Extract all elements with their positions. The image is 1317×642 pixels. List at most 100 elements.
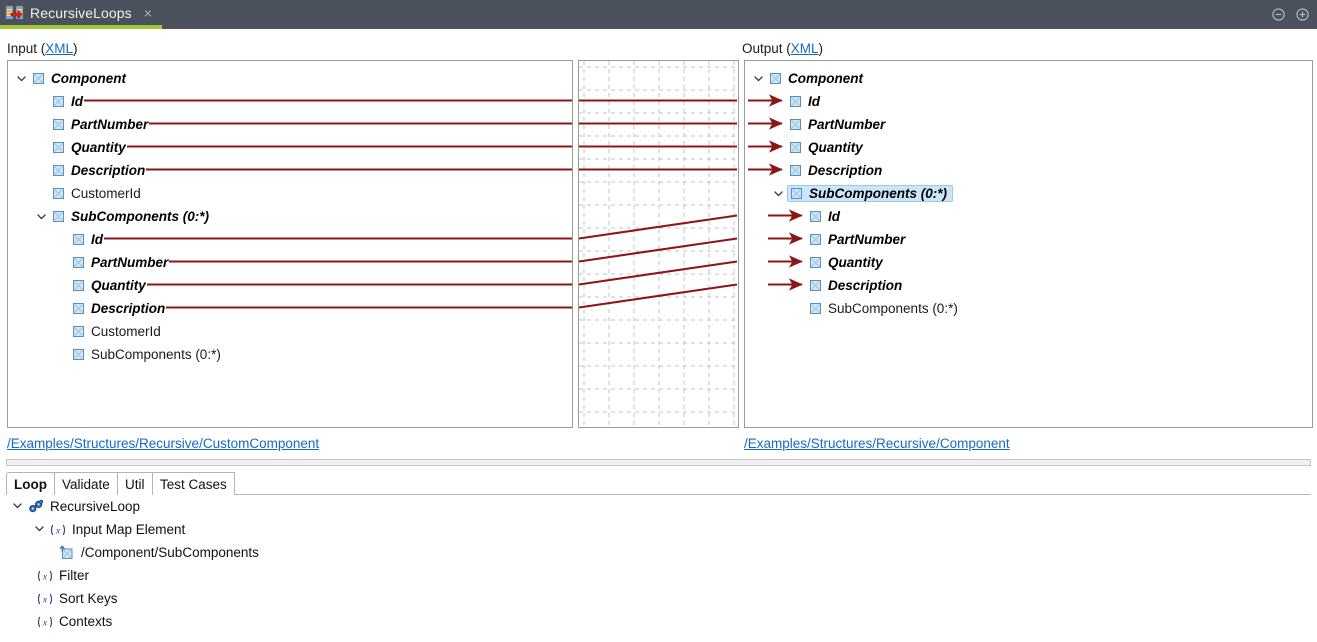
- chevron-down-icon[interactable]: [33, 522, 46, 538]
- tab-util[interactable]: Util: [117, 472, 153, 495]
- tree-row[interactable]: Description: [35, 159, 145, 182]
- tree-row[interactable]: Id: [772, 90, 820, 113]
- editor-tab-title: RecursiveLoops: [30, 4, 132, 21]
- loop-tree-row[interactable]: x Contexts: [33, 610, 112, 633]
- tree-node-label: Description: [91, 301, 166, 316]
- element-icon: [52, 187, 65, 200]
- tree-row[interactable]: Description: [792, 274, 902, 297]
- tree-node-label: PartNumber: [91, 255, 169, 270]
- node-content: Quantity: [72, 278, 146, 293]
- element-icon: [72, 302, 85, 315]
- input-xml-link[interactable]: XML: [45, 41, 74, 56]
- tree-row[interactable]: SubComponents (0:*): [35, 205, 209, 228]
- tree-row[interactable]: PartNumber: [792, 228, 905, 251]
- output-xml-link[interactable]: XML: [790, 41, 819, 56]
- twisty-placeholder: [35, 141, 48, 154]
- input-path-link-text[interactable]: /Examples/Structures/Recursive/CustomCom…: [7, 436, 320, 451]
- tree-row[interactable]: Quantity: [772, 136, 863, 159]
- element-icon: [789, 164, 802, 177]
- tree-row[interactable]: Id: [35, 90, 83, 113]
- tab-label: Test Cases: [160, 476, 227, 492]
- tree-row[interactable]: PartNumber: [772, 113, 885, 136]
- tab-loop[interactable]: Loop: [6, 472, 55, 496]
- mapping-grid-panel[interactable]: [578, 60, 739, 428]
- tree-row[interactable]: CustomerId: [55, 320, 161, 343]
- twisty-placeholder: [35, 164, 48, 177]
- loop-tree-label: Contexts: [59, 614, 113, 629]
- tree-row[interactable]: Description: [772, 159, 882, 182]
- tree-row[interactable]: Id: [55, 228, 103, 251]
- tree-row[interactable]: Component: [752, 67, 863, 90]
- output-path-link-text[interactable]: /Examples/Structures/Recursive/Component: [744, 436, 1010, 451]
- tree-row[interactable]: SubComponents (0:*): [792, 297, 958, 320]
- element-icon: [809, 302, 822, 315]
- chevron-down-icon[interactable]: [15, 72, 28, 85]
- twisty-placeholder: [55, 233, 68, 246]
- tree-node-label: SubComponents (0:*): [91, 347, 221, 362]
- tree-row[interactable]: Component: [15, 67, 126, 90]
- output-header-suffix: ): [818, 41, 824, 56]
- element-icon: [72, 348, 85, 361]
- tree-row[interactable]: PartNumber: [35, 113, 148, 136]
- chevron-down-icon[interactable]: [752, 72, 765, 85]
- tree-node-label: SubComponents (0:*): [71, 209, 209, 224]
- loop-tree-label: RecursiveLoop: [50, 499, 141, 514]
- close-icon[interactable]: ×: [143, 4, 152, 21]
- twisty-placeholder: [55, 256, 68, 269]
- tab-label: Validate: [62, 476, 110, 492]
- minus-circle-icon[interactable]: [1272, 8, 1285, 21]
- node-content: Description: [789, 163, 882, 178]
- element-icon: [72, 233, 85, 246]
- chevron-down-icon[interactable]: [772, 187, 785, 200]
- expression-fx-icon: x: [50, 522, 66, 538]
- tree-row[interactable]: SubComponents (0:*): [55, 343, 221, 366]
- node-content: PartNumber: [72, 255, 168, 270]
- bottom-tab-strip: Loop Validate Util Test Cases: [6, 472, 1311, 496]
- chevron-down-icon[interactable]: [35, 210, 48, 223]
- input-path-link[interactable]: /Examples/Structures/Recursive/CustomCom…: [7, 436, 319, 451]
- plus-circle-icon[interactable]: [1296, 8, 1309, 21]
- loop-tree-row[interactable]: RecursiveLoop: [11, 495, 140, 518]
- element-icon: [72, 256, 85, 269]
- svg-text:x: x: [42, 618, 48, 628]
- tree-row[interactable]: SubComponents (0:*): [772, 182, 953, 205]
- tree-row[interactable]: Description: [55, 297, 165, 320]
- twisty-placeholder: [35, 187, 48, 200]
- output-path-link[interactable]: /Examples/Structures/Recursive/Component: [744, 436, 1010, 451]
- window-controls: [1272, 0, 1309, 29]
- tab-validate[interactable]: Validate: [54, 472, 118, 495]
- tree-row[interactable]: Quantity: [792, 251, 883, 274]
- output-header-prefix: Output (: [742, 41, 791, 56]
- tree-row[interactable]: Id: [792, 205, 840, 228]
- chevron-down-icon[interactable]: [11, 499, 24, 515]
- element-icon: [52, 141, 65, 154]
- tree-row[interactable]: Quantity: [35, 136, 126, 159]
- node-content: Description: [72, 301, 165, 316]
- input-header-suffix: ): [73, 41, 78, 56]
- twisty-placeholder: [55, 325, 68, 338]
- tree-row[interactable]: Quantity: [55, 274, 146, 297]
- editor-tab-recursiveloops[interactable]: RecursiveLoops ×: [0, 0, 162, 29]
- expression-fx-icon: x: [37, 614, 53, 630]
- element-icon: [789, 141, 802, 154]
- input-header-prefix: Input (: [7, 41, 46, 56]
- node-content: PartNumber: [789, 117, 885, 132]
- node-content: Quantity: [789, 140, 863, 155]
- element-icon: [52, 164, 65, 177]
- tree-node-label: Id: [71, 94, 83, 109]
- tab-test-cases[interactable]: Test Cases: [152, 472, 235, 495]
- horizontal-splitter[interactable]: [6, 459, 1311, 466]
- tree-row[interactable]: CustomerId: [35, 182, 141, 205]
- loop-tree-row[interactable]: /Component/SubComponents: [55, 541, 259, 564]
- input-panel-header: Input (XML): [7, 41, 78, 56]
- tree-node-label: Id: [808, 94, 820, 109]
- node-content: PartNumber: [52, 117, 148, 132]
- node-content: Id: [72, 232, 103, 247]
- tree-row[interactable]: PartNumber: [55, 251, 168, 274]
